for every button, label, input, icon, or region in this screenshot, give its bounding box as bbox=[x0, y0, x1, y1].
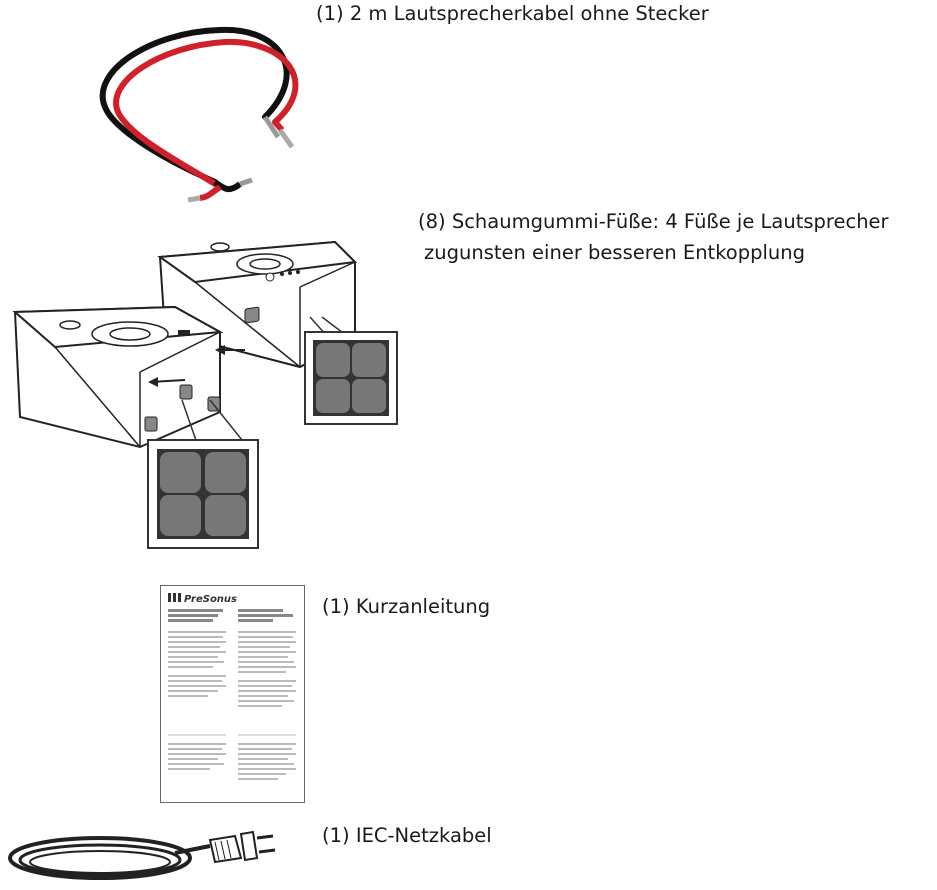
guide-brand-logo: PreSonus bbox=[184, 594, 237, 605]
foam-feet-label-line-1: (8) Schaumgummi-Füße: 4 Füße je Lautspre… bbox=[418, 210, 889, 233]
foam-feet-label-line-2: zugunsten einer besseren Entkopplung bbox=[424, 241, 805, 264]
speaker-cable-label: (1) 2 m Lautsprecherkabel ohne Stecker bbox=[316, 2, 709, 25]
speaker-cable-icon bbox=[99, 26, 299, 203]
power-cable-icon bbox=[8, 830, 276, 880]
quick-start-guide-icon: PreSonus bbox=[160, 585, 305, 803]
foam-feet-speakers-icon bbox=[12, 240, 398, 549]
power-cable-label: (1) IEC-Netzkabel bbox=[322, 824, 492, 847]
quick-start-guide-label: (1) Kurzanleitung bbox=[322, 595, 491, 618]
